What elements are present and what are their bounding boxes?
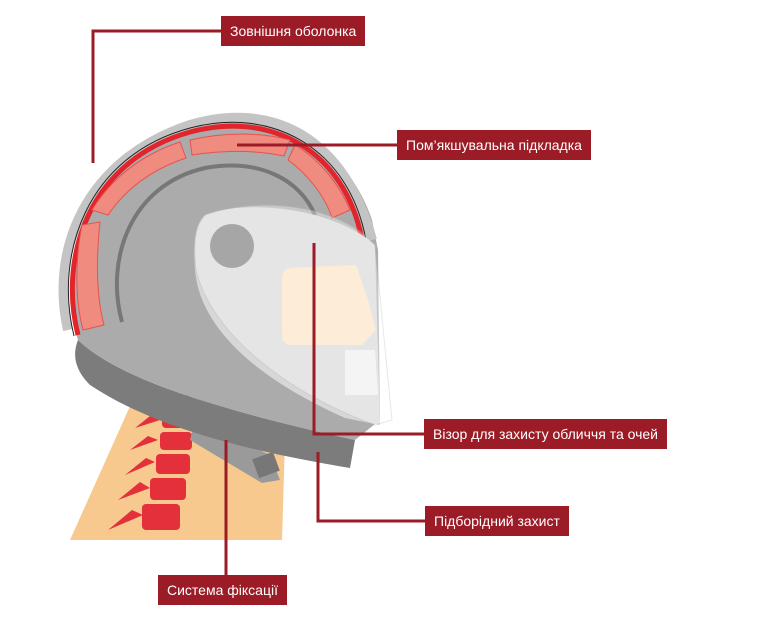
outer-shell-layer xyxy=(69,123,365,336)
helmet-lower-edge xyxy=(75,340,355,468)
padding-layer xyxy=(76,133,351,331)
strap-buckle xyxy=(252,451,280,479)
label-outer-shell: Зовнішня оболонка xyxy=(221,16,366,46)
face xyxy=(282,265,376,345)
label-visor: Візор для захисту обличчя та очей xyxy=(424,419,667,449)
visor xyxy=(194,204,393,426)
inner-liner xyxy=(114,163,317,323)
label-retention-system: Система фіксації xyxy=(158,575,287,605)
label-padding: Пом’якшувальна підкладка xyxy=(397,130,591,160)
leader-lines xyxy=(91,29,425,575)
ear xyxy=(210,224,254,268)
label-chin-guard: Підборідний захист xyxy=(425,506,569,536)
